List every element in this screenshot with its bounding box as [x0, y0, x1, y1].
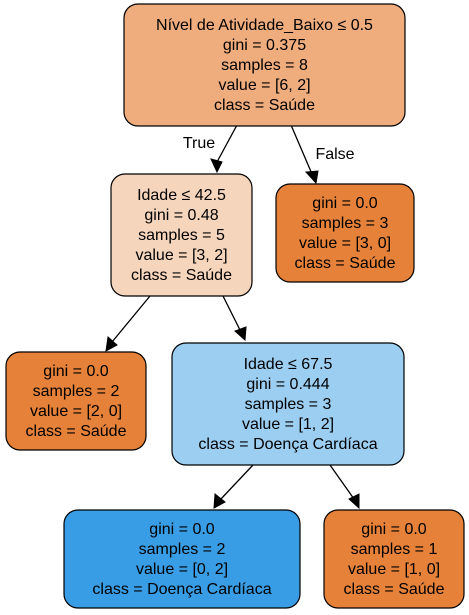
node-line: gini = 0.0: [43, 363, 108, 380]
node-line: samples = 2: [33, 383, 120, 400]
node-line: class = Doença Cardíaca: [92, 581, 271, 598]
node-line: Nível de Atividade_Baixo ≤ 0.5: [156, 17, 373, 34]
edge-root-to-idade-42: [210, 124, 238, 174]
node-line: class = Saúde: [131, 267, 232, 284]
node-line: gini = 0.444: [246, 376, 329, 393]
edge-idade-42-to-idade-67: [222, 295, 247, 342]
node-line: gini = 0.0: [361, 521, 426, 538]
node-line: class = Doença Cardíaca: [198, 436, 377, 453]
node-line: class = Saúde: [26, 423, 127, 440]
node-line: gini = 0.375: [223, 37, 306, 54]
node-line: gini = 0.48: [144, 207, 218, 224]
node-right-leaf: gini = 0.0 samples = 3 value = [3, 0] class…: [275, 183, 415, 283]
edge-idade-67-to-bottom-left-leaf: [213, 464, 254, 509]
node-bottom-right-leaf: gini = 0.0 samples = 1 value = [1, 0] class…: [323, 509, 465, 609]
node-line: samples = 2: [139, 541, 226, 558]
edge-label-true: True: [183, 135, 215, 152]
node-line: samples = 5: [138, 227, 225, 244]
node-root: Nível de Atividade_Baixo ≤ 0.5 gini = 0.3…: [123, 3, 406, 127]
node-line: gini = 0.0: [312, 195, 377, 212]
node-line: value = [3, 0]: [299, 235, 391, 252]
node-line: samples = 1: [351, 541, 438, 558]
node-line: samples = 3: [245, 396, 332, 413]
edge-label-false: False: [315, 146, 354, 163]
node-left-leaf: gini = 0.0 samples = 2 value = [2, 0] class…: [5, 351, 147, 451]
node-line: class = Saúde: [214, 97, 315, 114]
node-line: Idade ≤ 67.5: [244, 356, 333, 373]
node-line: value = [1, 2]: [242, 416, 334, 433]
edge-idade-67-to-bottom-right-leaf: [329, 464, 360, 510]
node-line: value = [6, 2]: [218, 77, 310, 94]
node-line: value = [3, 2]: [135, 247, 227, 264]
node-line: Idade ≤ 42.5: [137, 187, 226, 204]
node-line: value = [0, 2]: [136, 561, 228, 578]
node-line: gini = 0.0: [149, 521, 214, 538]
node-line: value = [1, 0]: [348, 561, 440, 578]
node-line: samples = 3: [302, 215, 389, 232]
node-line: class = Saúde: [295, 255, 396, 272]
node-idade-42: Idade ≤ 42.5 gini = 0.48 samples = 5 value …: [110, 173, 253, 297]
edge-idade-42-to-left-leaf: [105, 295, 151, 352]
edge-root-to-right-leaf: [290, 124, 319, 185]
node-idade-67: Idade ≤ 67.5 gini = 0.444 samples = 3 value…: [171, 342, 405, 466]
node-line: class = Saúde: [344, 581, 445, 598]
node-bottom-left-leaf: gini = 0.0 samples = 2 value = [0, 2] class…: [63, 509, 301, 609]
node-line: samples = 8: [221, 57, 308, 74]
node-line: value = [2, 0]: [30, 403, 122, 420]
